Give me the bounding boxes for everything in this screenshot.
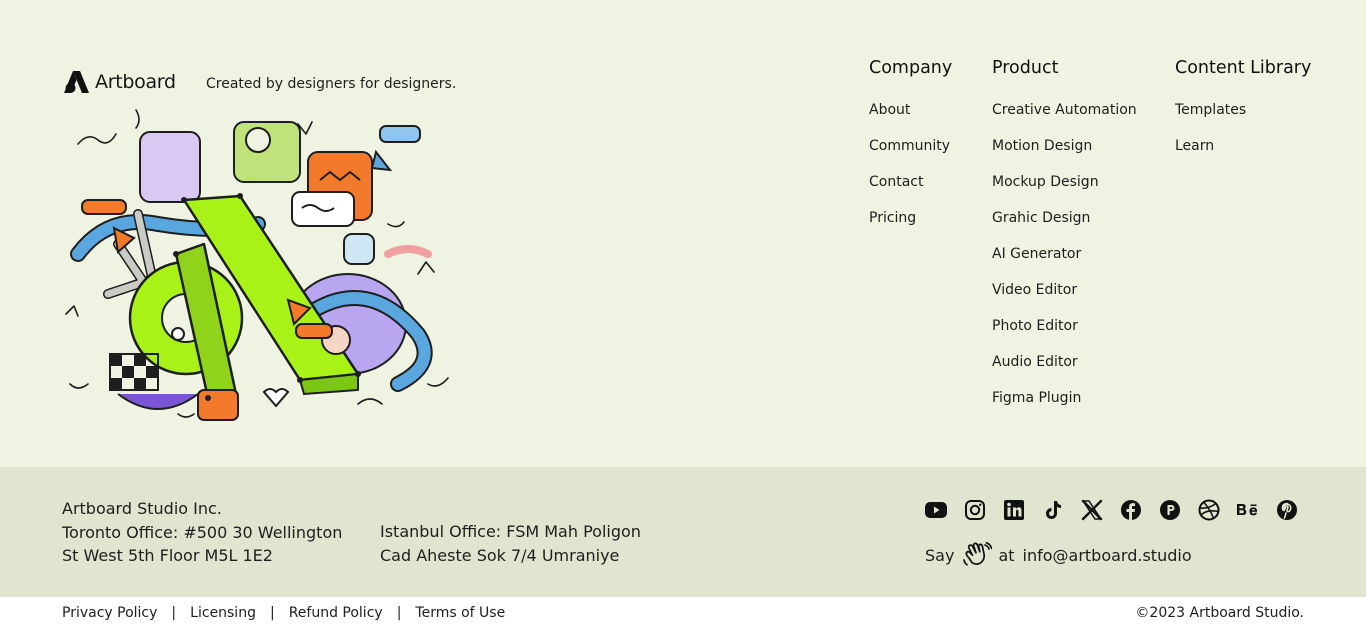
legal-links: Privacy Policy | Licensing | Refund Poli… — [62, 605, 505, 621]
x-icon[interactable] — [1080, 498, 1104, 522]
artboard-logo-icon — [64, 71, 89, 93]
say-label: Say — [925, 545, 955, 565]
artboard-logo[interactable]: Artboard — [64, 71, 176, 93]
pinterest-icon[interactable] — [1275, 498, 1299, 522]
waving-hand-icon — [963, 542, 993, 566]
at-label: at — [998, 545, 1015, 565]
licensing-link[interactable]: Licensing — [190, 605, 256, 621]
legal-divider: | — [269, 605, 275, 621]
nav-link-about[interactable]: About — [869, 102, 911, 118]
nav-heading-product: Product — [992, 58, 1059, 78]
copyright-text: ©2023 Artboard Studio. — [1135, 605, 1304, 621]
behance-icon[interactable] — [1236, 498, 1260, 522]
legal-divider: | — [396, 605, 402, 621]
nav-link-ai-generator[interactable]: AI Generator — [992, 246, 1082, 262]
nav-column-product: Product Creative Automation Motion Desig… — [992, 58, 1137, 423]
nav-link-figma-plugin[interactable]: Figma Plugin — [992, 390, 1082, 406]
refund-policy-link[interactable]: Refund Policy — [288, 605, 383, 621]
youtube-icon[interactable] — [924, 498, 948, 522]
nav-link-learn[interactable]: Learn — [1175, 138, 1215, 154]
linkedin-icon[interactable] — [1002, 498, 1026, 522]
social-links — [924, 498, 1299, 522]
terms-of-use-link[interactable]: Terms of Use — [415, 605, 506, 621]
brand-tagline: Created by designers for designers. — [206, 76, 457, 92]
nav-link-audio-editor[interactable]: Audio Editor — [992, 354, 1078, 370]
nav-column-content-library: Content Library Templates Learn — [1175, 58, 1311, 171]
address-istanbul: Istanbul Office: FSM Mah Poligon Cad Ahe… — [380, 520, 641, 567]
contact-line: Say at info@artboard.studio — [925, 542, 1192, 568]
email-link[interactable]: info@artboard.studio — [1022, 545, 1192, 565]
nav-link-photo-editor[interactable]: Photo Editor — [992, 318, 1078, 334]
brand-name: Artboard — [95, 71, 176, 93]
tiktok-icon[interactable] — [1041, 498, 1065, 522]
istanbul-address-line-2: Cad Aheste Sok 7/4 Umraniye — [380, 545, 620, 565]
toronto-address-line-1: Toronto Office: #500 30 Wellington — [62, 522, 343, 542]
facebook-icon[interactable] — [1119, 498, 1143, 522]
footer-legal-bar — [0, 597, 1366, 634]
nav-link-graphic-design[interactable]: Grahic Design — [992, 210, 1091, 226]
nav-link-video-editor[interactable]: Video Editor — [992, 282, 1078, 298]
legal-divider: | — [171, 605, 177, 621]
nav-link-creative-automation[interactable]: Creative Automation — [992, 102, 1137, 118]
artboard-illustration — [65, 109, 449, 421]
nav-heading-content-library: Content Library — [1175, 58, 1312, 78]
company-name: Artboard Studio Inc. — [62, 499, 222, 518]
privacy-policy-link[interactable]: Privacy Policy — [62, 605, 158, 621]
dribbble-icon[interactable] — [1197, 498, 1221, 522]
nav-column-company: Company About Community Contact Pricing — [869, 58, 952, 243]
nav-link-motion-design[interactable]: Motion Design — [992, 138, 1093, 154]
nav-link-pricing[interactable]: Pricing — [869, 210, 917, 226]
nav-link-templates[interactable]: Templates — [1175, 102, 1247, 118]
toronto-address-line-2: St West 5th Floor M5L 1E2 — [62, 546, 273, 565]
nav-link-mockup-design[interactable]: Mockup Design — [992, 174, 1099, 190]
istanbul-address-line-1: Istanbul Office: FSM Mah Poligon — [380, 522, 641, 541]
footer-info-band — [0, 467, 1366, 597]
instagram-icon[interactable] — [963, 498, 987, 522]
nav-link-community[interactable]: Community — [869, 138, 951, 154]
nav-link-contact[interactable]: Contact — [869, 174, 924, 190]
nav-heading-company: Company — [869, 58, 953, 78]
address-toronto: Artboard Studio Inc. Toronto Office: #50… — [62, 497, 342, 568]
producthunt-icon[interactable] — [1158, 498, 1182, 522]
